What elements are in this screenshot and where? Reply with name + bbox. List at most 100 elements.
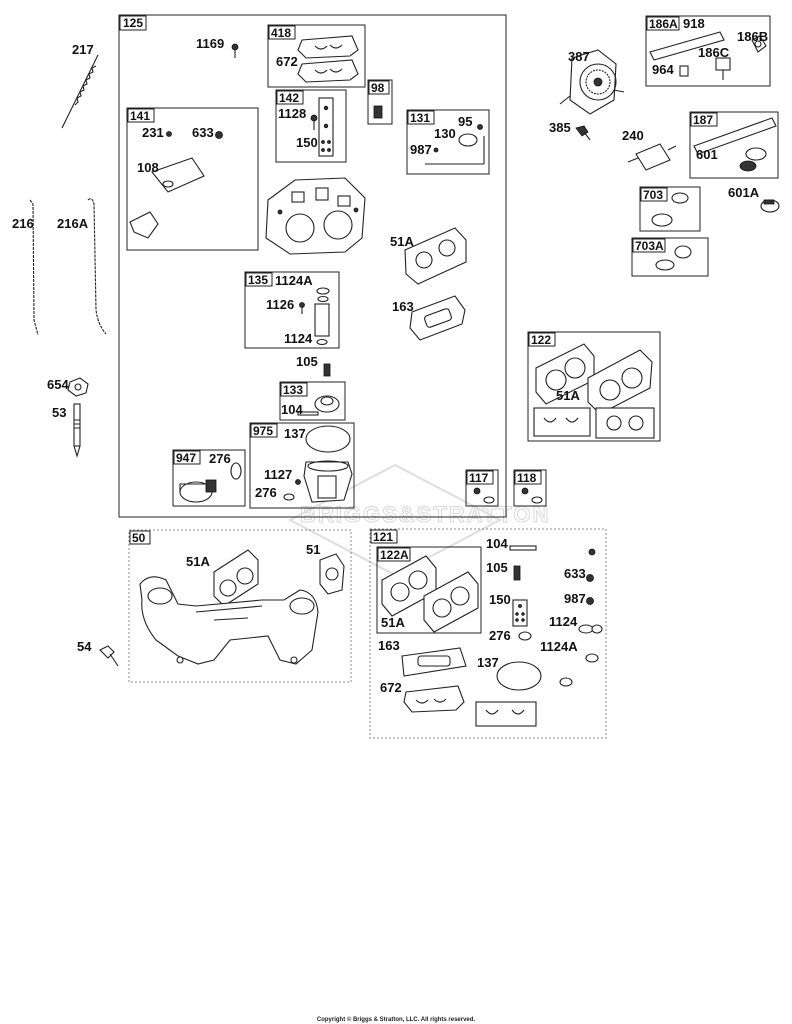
part-51-gasket[interactable] (319, 553, 345, 595)
box-122A-gasket-set (376, 546, 482, 634)
part-seal-121-bottom[interactable] (559, 677, 573, 687)
label-104-upper: 104 (281, 402, 303, 417)
box-133-kit (279, 381, 346, 421)
part-seal-121-top[interactable] (588, 548, 596, 556)
part-187-fuel-line[interactable] (693, 117, 777, 155)
part-186C-valve[interactable] (715, 57, 731, 80)
part-exhaust-manifold[interactable] (139, 576, 319, 665)
watermark-text: BRIGGS&STRATTON (300, 502, 550, 527)
part-1169-screw[interactable] (231, 43, 239, 58)
box-418-gasket-set (267, 24, 366, 88)
part-98-jet[interactable] (373, 105, 383, 119)
label-54: 54 (77, 639, 92, 654)
part-633-seal[interactable] (215, 131, 223, 139)
part-672-gasket-upper[interactable] (297, 35, 359, 59)
label-186B: 186B (737, 29, 768, 44)
part-133-diaphragm[interactable] (314, 395, 340, 413)
box-187-fuel-line-kit (689, 111, 779, 179)
part-186B-elbow[interactable] (751, 35, 767, 53)
part-104-pin[interactable] (297, 411, 319, 416)
part-1124-needle-121[interactable] (578, 624, 603, 634)
part-53-stud[interactable] (73, 403, 81, 458)
part-105-screw-121[interactable] (513, 565, 521, 581)
part-987-shaft-121[interactable] (586, 597, 594, 605)
box-125-label: 125 (123, 16, 143, 30)
part-231-screw[interactable] (166, 131, 172, 137)
part-918-fuel-line[interactable] (649, 31, 725, 61)
part-1124A-seat-121[interactable] (585, 653, 599, 663)
box-125-carburetor-assembly (118, 14, 507, 518)
part-130-choke-plate[interactable] (458, 133, 478, 147)
part-108-throttle-shaft[interactable] (129, 157, 246, 239)
label-387: 387 (568, 49, 590, 64)
part-947-solenoid[interactable] (179, 479, 217, 503)
part-51A-gasket-122[interactable] (587, 349, 653, 415)
part-122-gasket-lower-left[interactable] (533, 407, 591, 437)
part-150-plate-121[interactable] (512, 599, 528, 627)
part-216A-link-rod[interactable] (87, 198, 107, 335)
label-108: 108 (137, 160, 159, 175)
label-53: 53 (52, 405, 66, 420)
part-163-gasket[interactable] (409, 295, 466, 341)
part-1128-screw[interactable] (310, 114, 318, 130)
label-987-kit: 987 (564, 591, 586, 606)
part-703-clamp[interactable] (651, 192, 689, 227)
label-95: 95 (458, 114, 472, 129)
part-217-governor-spring[interactable] (61, 54, 99, 129)
part-1124A-seat[interactable] (316, 287, 330, 303)
part-54-bolt[interactable] (99, 645, 119, 667)
part-number-labels: 217 216 216A 654 53 54 1169 672 1128 150… (12, 16, 768, 695)
part-163-gasket-121[interactable] (401, 647, 467, 677)
part-gasket-121-bottom-right[interactable] (475, 701, 537, 727)
label-964: 964 (652, 62, 674, 77)
part-1126-screw[interactable] (299, 302, 305, 315)
label-51A-kit: 51A (381, 615, 405, 630)
box-703-label: 703 (643, 188, 663, 202)
part-276-washer-947[interactable] (230, 462, 242, 480)
label-1124A-kit: 1124A (540, 639, 578, 654)
part-1127-screw[interactable] (295, 479, 301, 485)
label-240: 240 (622, 128, 644, 143)
part-carburetor-body[interactable] (265, 177, 366, 255)
label-276-solenoid: 276 (209, 451, 231, 466)
label-672-upper: 672 (276, 54, 298, 69)
part-150-plate[interactable] (318, 97, 334, 157)
part-118-screw[interactable] (521, 487, 543, 504)
part-216-link-rod[interactable] (29, 199, 39, 336)
part-987-choke-shaft[interactable] (425, 136, 485, 165)
box-131-choke-kit (406, 109, 490, 175)
part-601A-clamp[interactable] (760, 199, 780, 213)
part-137-o-ring[interactable] (305, 425, 351, 453)
part-672-gasket-121[interactable] (403, 685, 465, 713)
part-703A-clamp[interactable] (655, 245, 692, 271)
part-122-gasket-lower-right[interactable] (595, 407, 655, 439)
part-51A-gasket-carb[interactable] (404, 227, 467, 285)
part-float-bowl[interactable] (303, 460, 353, 503)
part-1124-float-needle[interactable] (314, 303, 330, 346)
part-385-screw[interactable] (575, 125, 591, 141)
part-104-pin-121[interactable] (509, 545, 537, 551)
part-51A-gasket-121[interactable] (423, 571, 479, 633)
part-672-gasket-lower[interactable] (297, 59, 359, 83)
label-987-upper: 987 (410, 142, 432, 157)
part-240-fuel-filter[interactable] (627, 143, 677, 171)
part-387-fuel-pump[interactable] (559, 49, 625, 115)
part-117-screw[interactable] (473, 487, 495, 504)
part-105-screw[interactable] (323, 363, 331, 377)
part-51A-gasket-manifold[interactable] (213, 549, 259, 607)
label-1126: 1126 (266, 297, 294, 312)
label-1128: 1128 (278, 106, 306, 121)
label-385: 385 (549, 120, 571, 135)
part-276-washer-121[interactable] (518, 631, 532, 641)
part-654-nut[interactable] (67, 377, 89, 397)
box-118-label: 118 (517, 471, 537, 485)
label-231: 231 (142, 125, 164, 140)
part-276-washer-975[interactable] (283, 493, 295, 501)
part-633-seal-121[interactable] (586, 574, 594, 582)
box-122-gasket-set (527, 331, 661, 442)
part-964-cap[interactable] (679, 65, 689, 77)
part-601-clamp[interactable] (739, 147, 767, 172)
part-137-o-ring-121[interactable] (496, 661, 542, 691)
part-95-screw[interactable] (477, 124, 483, 130)
label-918: 918 (683, 16, 705, 31)
